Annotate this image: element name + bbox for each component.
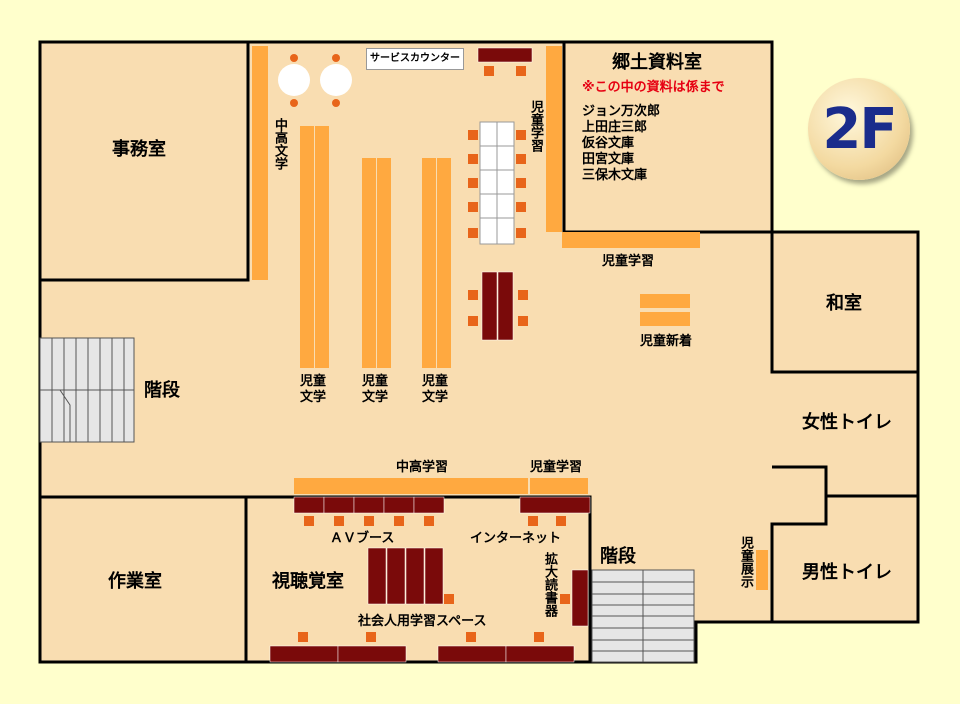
av-room-label: 視聴覚室: [272, 571, 344, 592]
shelves: [252, 46, 768, 590]
white-study-table: [479, 121, 515, 245]
chairs: [298, 66, 570, 642]
mens-toilet-label: 男性トイレ: [802, 562, 892, 583]
kids-display-label: 児童展示: [738, 536, 753, 588]
av-booth-label: ＡＶブース: [330, 531, 395, 546]
collection-item: ジョン万次郎: [582, 104, 661, 119]
collection-item: 田宮文庫: [582, 152, 635, 167]
collection-item: 上田庄三郎: [582, 120, 648, 135]
ya-study-label: 中高学習: [396, 460, 449, 475]
kids-lit-1-label: 児童 文学: [300, 374, 327, 405]
collection-list: ジョン万次郎 上田庄三郎 仮谷文庫 田宮文庫 三保木文庫: [582, 104, 660, 184]
round-tables: [278, 54, 352, 107]
office-room: [38, 40, 250, 282]
workroom-room: [38, 495, 248, 664]
kids-lit-3-label: 児童 文学: [422, 374, 449, 405]
stairs-west-label: 階段: [144, 380, 180, 401]
floor-badge: 2F: [808, 78, 910, 180]
service-counter-label: サービスカウンター: [366, 48, 464, 70]
womens-toilet-label: 女性トイレ: [802, 412, 892, 433]
toilet-divider: [770, 465, 828, 622]
kids-lit-2-label: 児童 文学: [362, 374, 389, 405]
workroom-label: 作業室: [108, 571, 162, 592]
magnifier-label: 拡大読書器: [542, 552, 557, 617]
collection-item: 三保木文庫: [582, 168, 648, 183]
local-history-label: 郷土資料室: [612, 52, 702, 73]
adult-study-label: 社会人用学習スペース: [358, 614, 487, 629]
kids-new-label: 児童新着: [640, 334, 693, 349]
floor-number: 2F: [822, 96, 897, 162]
tables: [269, 47, 591, 663]
kids-study-mid-label: 児童学習: [602, 254, 655, 269]
ya-literature-label: 中高文学: [272, 118, 287, 170]
internet-label: インターネット: [470, 531, 562, 546]
stairs-center-label: 階段: [600, 546, 636, 567]
local-history-note: ※この中の資料は係まで: [582, 80, 725, 95]
collection-item: 仮谷文庫: [582, 136, 635, 151]
kids-study-bottom-label: 児童学習: [530, 460, 583, 475]
office-label: 事務室: [112, 139, 166, 160]
kids-study-top-label: 児童学習: [528, 100, 543, 152]
japanese-room-label: 和室: [826, 293, 862, 314]
stairs-west: [39, 337, 135, 443]
japanese-room: [770, 230, 920, 374]
stairs-center: [591, 569, 695, 663]
